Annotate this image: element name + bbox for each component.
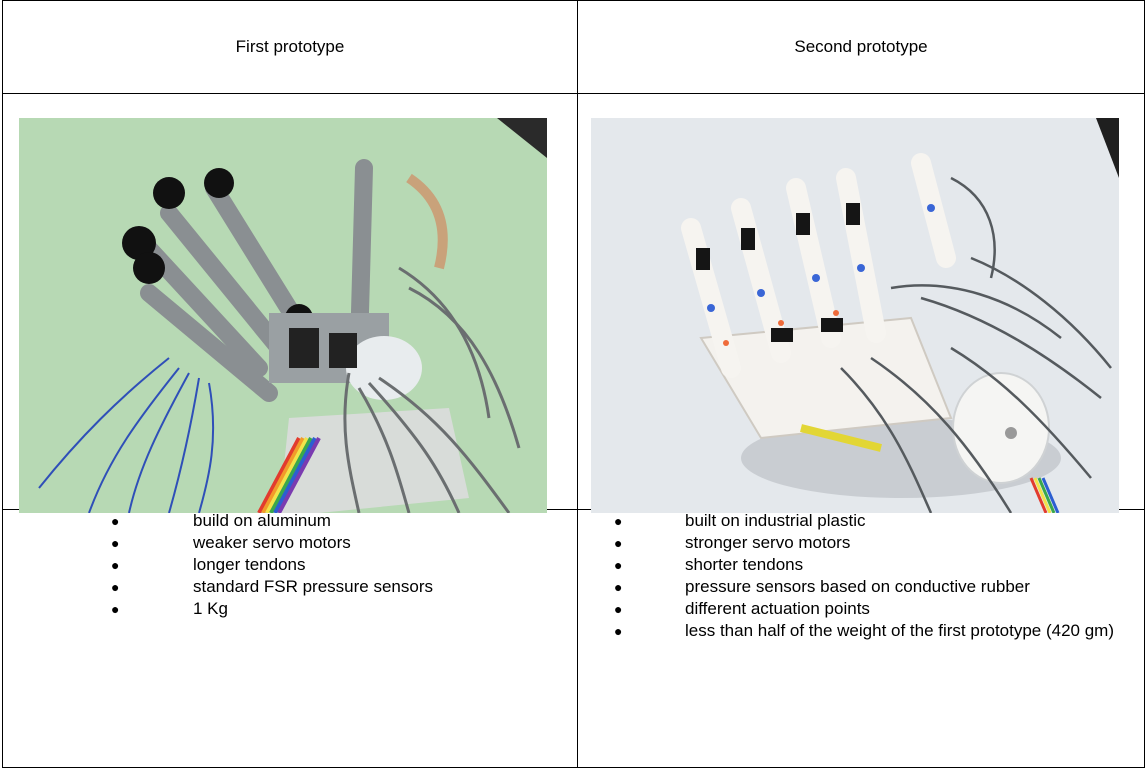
first-feature-item: ●build on aluminum [111,511,331,530]
second-feature-item: ●built on industrial plastic [614,511,866,530]
header-first-prototype: First prototype [2,0,578,94]
first-feature-item: ●weaker servo motors [111,533,351,552]
second-feature-item: ●different actuation points [614,599,870,618]
header-second-prototype: Second prototype [577,0,1145,94]
second-feature-item: ●pressure sensors based on conductive ru… [614,577,1030,596]
second-photo-cell [577,93,1145,513]
bullet-icon: ● [614,601,623,617]
bullet-icon: ● [614,623,623,639]
header-second-label: Second prototype [794,37,928,56]
second-features-cell: ●built on industrial plastic ●stronger s… [577,509,1145,768]
first-feature-item: ●1 Kg [111,599,228,618]
first-features-cell: ●build on aluminum ●weaker servo motors … [2,509,578,768]
second-feature-item: ●less than half of the weight of the fir… [614,621,1115,640]
bullet-icon: ● [111,535,120,551]
second-feature-item: ●shorter tendons [614,555,804,574]
second-prototype-photo [591,118,1119,513]
bullet-icon: ● [111,579,120,595]
first-features-list: ●build on aluminum ●weaker servo motors … [3,510,577,620]
bullet-icon: ● [614,513,623,529]
bullet-icon: ● [111,557,120,573]
bullet-icon: ● [614,579,623,595]
first-feature-item: ●longer tendons [111,555,306,574]
header-first-label: First prototype [235,37,345,56]
first-prototype-photo [19,118,547,513]
bullet-icon: ● [614,535,623,551]
first-photo-cell [2,93,578,513]
first-feature-item: ●standard FSR pressure sensors [111,577,433,596]
bullet-icon: ● [111,601,120,617]
second-feature-item: ●stronger servo motors [614,533,851,552]
bullet-icon: ● [111,513,120,529]
bullet-icon: ● [614,557,623,573]
second-features-list: ●built on industrial plastic ●stronger s… [578,510,1144,642]
